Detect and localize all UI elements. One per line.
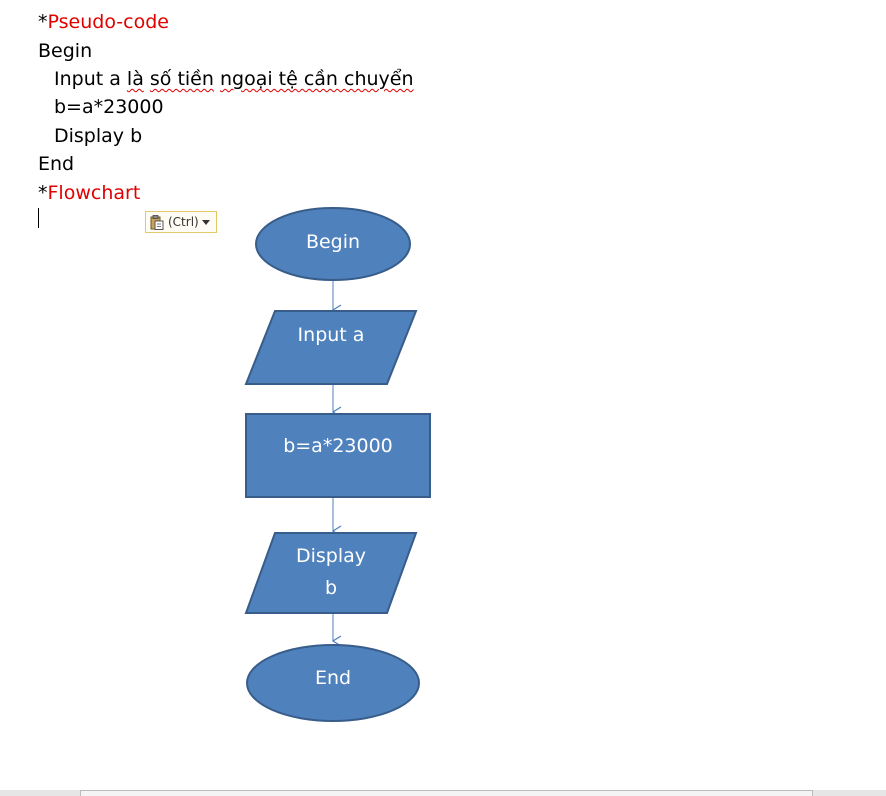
- input-text: Input a: [54, 68, 127, 90]
- scrollbar-thumb[interactable]: [80, 790, 813, 796]
- clipboard-icon: [150, 214, 164, 230]
- text-cursor: [38, 208, 39, 228]
- paste-options-button[interactable]: (Ctrl): [145, 211, 217, 233]
- pseudo-begin-line: Begin: [38, 40, 93, 62]
- flowchart-start-node[interactable]: Begin: [255, 207, 411, 281]
- pseudo-display-line: Display b: [54, 125, 143, 147]
- start-node-label: Begin: [306, 231, 360, 253]
- spellcheck-word: số tiền: [149, 68, 214, 90]
- flowchart-output-node[interactable]: Display b: [244, 532, 418, 614]
- horizontal-scrollbar[interactable]: [0, 790, 886, 796]
- heading-asterisk: *: [38, 11, 48, 33]
- flowchart-heading: *Flowchart: [38, 179, 140, 207]
- end-node-label: End: [315, 667, 351, 689]
- output-node-label-line1: Display: [296, 545, 366, 567]
- pseudo-input-line: Input a là số tiền ngoại tệ cần chuyển: [54, 65, 414, 93]
- flowchart-input-node[interactable]: Input a: [244, 310, 418, 385]
- spellcheck-word: ngoại tệ cần chuyển: [219, 68, 414, 90]
- chevron-down-icon: [201, 219, 210, 225]
- pseudo-code-heading: *Pseudo-code: [38, 8, 169, 36]
- heading-label: Flowchart: [47, 182, 141, 204]
- paste-options-label: (Ctrl): [168, 215, 199, 229]
- heading-asterisk: *: [38, 182, 48, 204]
- input-node-label: Input a: [298, 324, 365, 346]
- pseudo-end-line: End: [38, 153, 75, 175]
- flowchart-end-node[interactable]: End: [246, 644, 420, 722]
- spellcheck-word: là: [126, 68, 144, 90]
- flowchart-process-node[interactable]: b=a*23000: [245, 413, 431, 498]
- heading-label: Pseudo-code: [47, 11, 169, 33]
- output-node-label-line2: b: [325, 577, 337, 599]
- pseudo-assign-line: b=a*23000: [54, 96, 164, 118]
- process-node-label: b=a*23000: [283, 435, 393, 457]
